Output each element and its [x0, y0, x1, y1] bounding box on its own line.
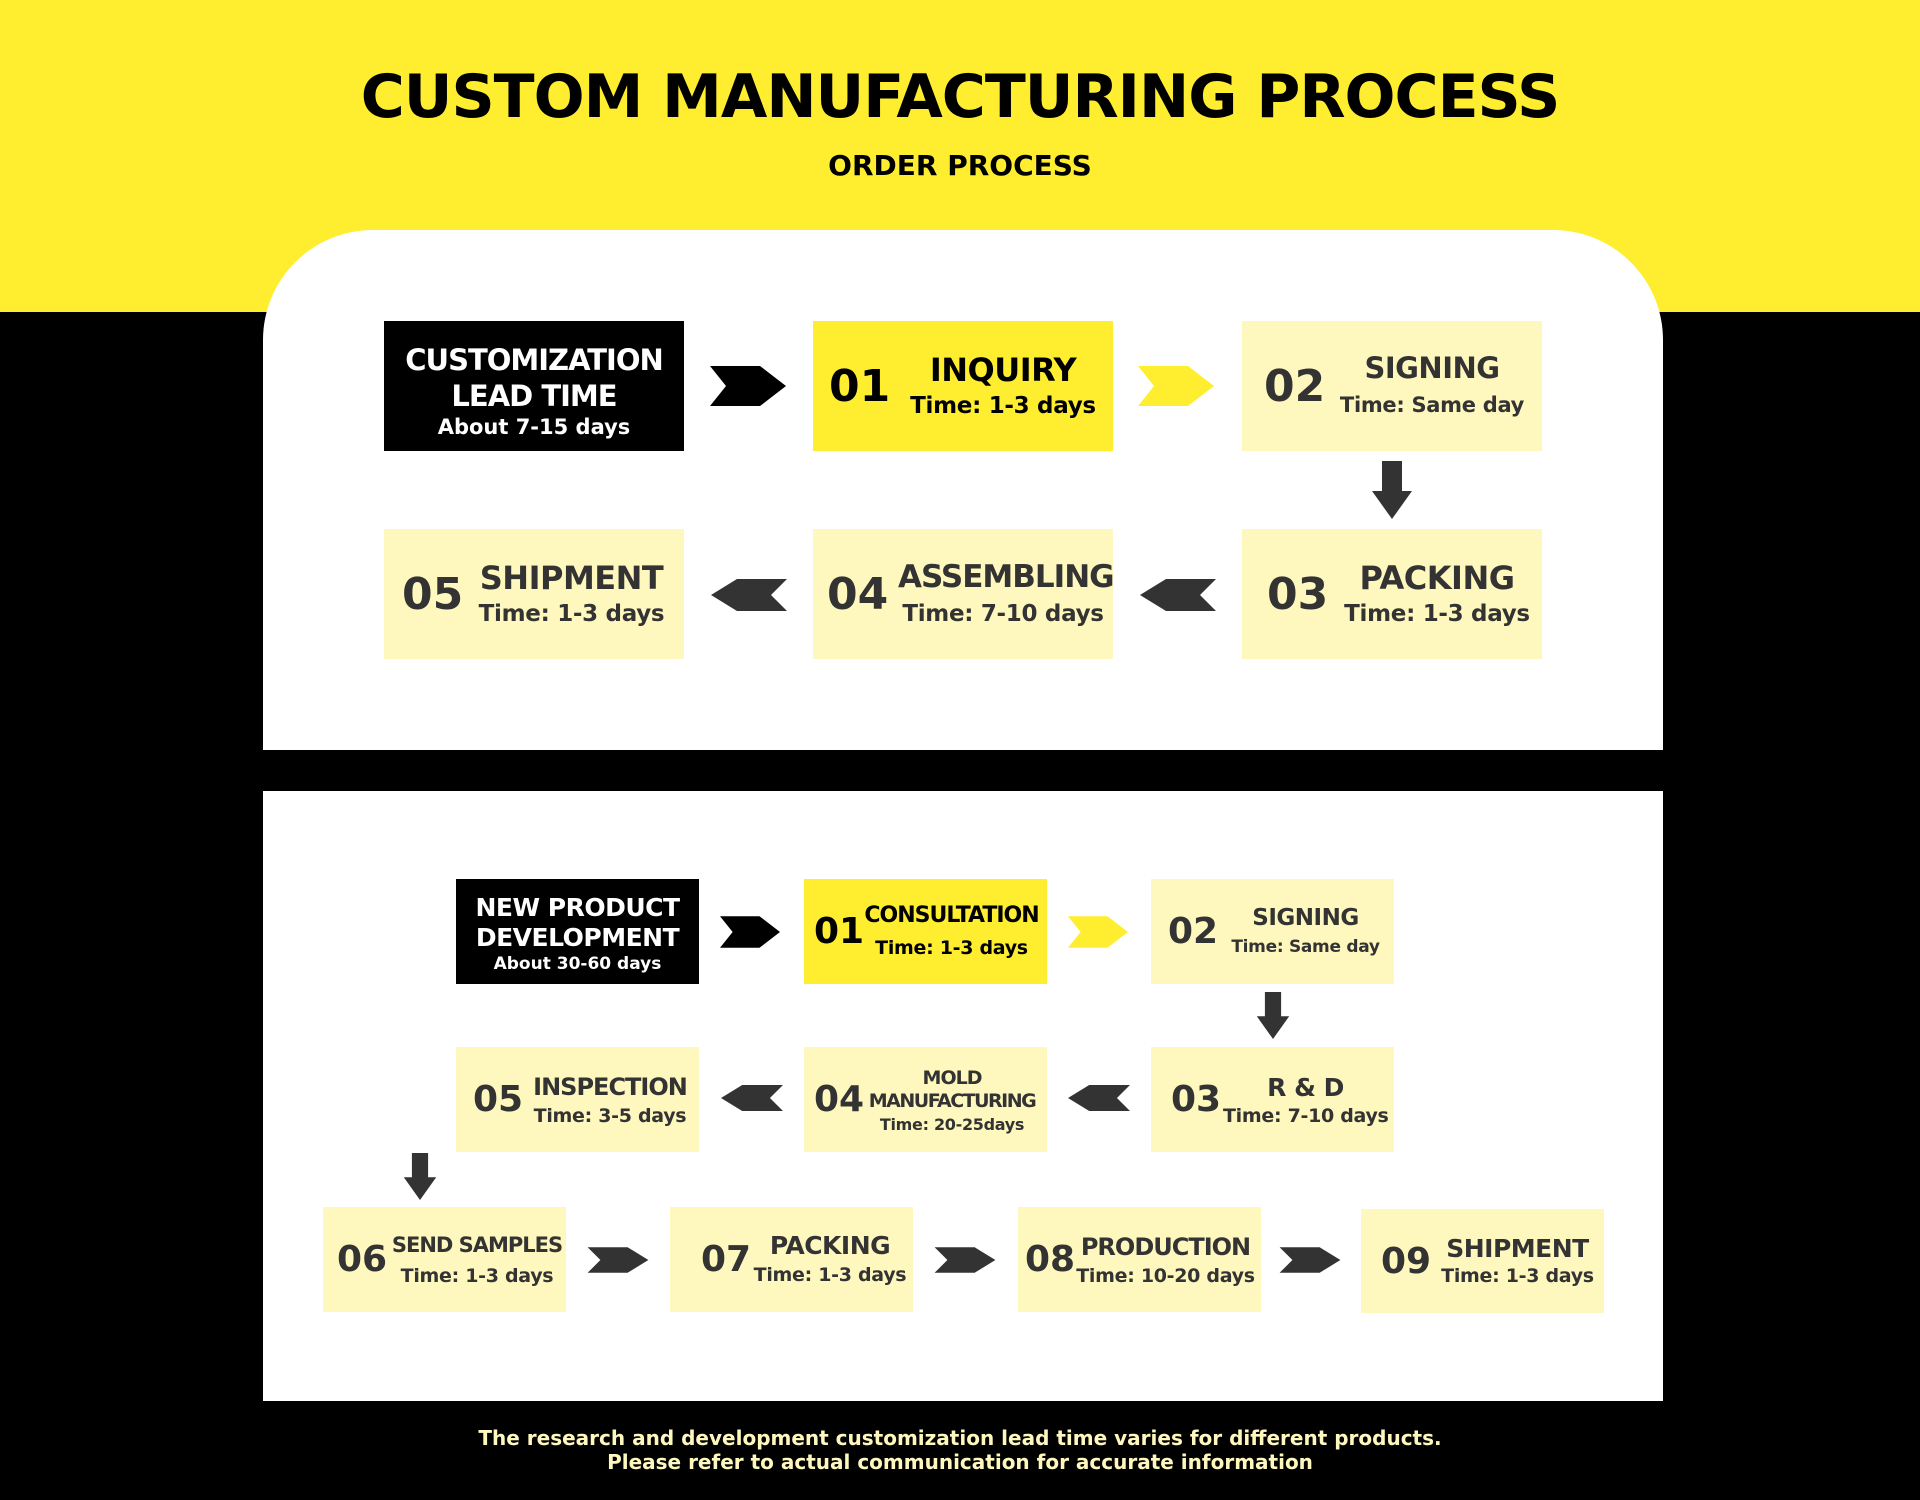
step-packing: 03 PACKING Time: 1-3 days: [1242, 529, 1542, 659]
step-number: 07: [701, 1239, 752, 1280]
intro-title-line2: DEVELOPMENT: [475, 923, 680, 952]
step-number: 05: [473, 1079, 524, 1120]
step-signing: 02 SIGNING Time: Same day: [1242, 321, 1542, 451]
arrow-right-icon: [934, 1247, 996, 1273]
step-time: Time: 1-3 days: [875, 937, 1028, 959]
step-label: PACKING: [769, 1231, 891, 1260]
step-number: 08: [1025, 1239, 1076, 1280]
arrow-down-icon: [1372, 461, 1412, 519]
step-r-and-d: 03 R & D Time: 7-10 days: [1151, 1047, 1394, 1152]
step-time: Time: 1-3 days: [753, 1264, 907, 1286]
step-signing: 02 SIGNING Time: Same day: [1151, 879, 1394, 984]
step-number: 06: [337, 1239, 388, 1280]
step-send-samples: 06 SEND SAMPLES Time: 1-3 days: [323, 1207, 566, 1312]
arrow-left-icon: [711, 579, 787, 611]
step-time: Time: Same day: [1231, 937, 1380, 957]
step-inquiry: 01 INQUIRY Time: 1-3 days: [813, 321, 1113, 451]
step-time: Time: 10-20 days: [1076, 1265, 1255, 1287]
step-label: R & D: [1267, 1073, 1344, 1102]
arrow-right-icon: [587, 1247, 649, 1273]
step-time: Time: 1-3 days: [1344, 601, 1530, 627]
customization-lead-time-box: CUSTOMIZATION LEAD TIME About 7-15 days: [384, 321, 684, 451]
intro-title-line1: CUSTOMIZATION: [405, 343, 664, 377]
footer-note-line2: Please refer to actual communication for…: [607, 1450, 1313, 1474]
step-label: INQUIRY: [929, 351, 1077, 389]
arrow-right-icon: [1138, 366, 1214, 406]
page-subtitle: ORDER PROCESS: [828, 149, 1092, 182]
arrow-right-icon: [720, 916, 780, 948]
step-time: Time: 7-10 days: [1223, 1105, 1389, 1127]
step-label: SIGNING: [1364, 351, 1500, 385]
intro-note: About 7-15 days: [437, 415, 631, 439]
intro-note: About 30-60 days: [493, 954, 662, 974]
arrow-right-icon: [1279, 1247, 1341, 1273]
arrow-down-icon: [1256, 992, 1290, 1039]
step-time: Time: 7-10 days: [902, 601, 1104, 627]
step-time: Time: 1-3 days: [478, 601, 665, 627]
new-product-development-box: NEW PRODUCT DEVELOPMENT About 30-60 days: [456, 879, 699, 984]
step-consultation: 01 CONSULTATION Time: 1-3 days: [804, 879, 1047, 984]
step-number: 02: [1264, 361, 1326, 412]
arrow-right-icon: [710, 366, 786, 406]
step-label: ASSEMBLING: [898, 559, 1115, 595]
intro-title-line1: NEW PRODUCT: [475, 893, 680, 922]
step-label: INSPECTION: [533, 1073, 688, 1101]
step-number: 02: [1168, 911, 1219, 952]
step-number: 01: [829, 361, 891, 412]
step-time: Time: 20-25days: [879, 1115, 1025, 1134]
step-label: SHIPMENT: [479, 559, 664, 597]
footer-note-line1: The research and development customizati…: [478, 1426, 1442, 1450]
page-title: CUSTOM MANUFACTURING PROCESS: [360, 62, 1561, 132]
step-inspection: 05 INSPECTION Time: 3-5 days: [456, 1047, 699, 1152]
step-number: 05: [402, 569, 464, 620]
arrow-left-icon: [1140, 579, 1216, 611]
step-time: Time: 1-3 days: [1441, 1265, 1594, 1287]
customization-panel: [263, 230, 1663, 750]
step-number: 03: [1171, 1079, 1222, 1120]
arrow-down-icon: [403, 1153, 437, 1200]
step-assembling: 04 ASSEMBLING Time: 7-10 days: [813, 529, 1115, 659]
step-time: Time: Same day: [1339, 393, 1525, 417]
step-number: 03: [1267, 569, 1329, 620]
arrow-right-icon: [1068, 916, 1128, 948]
step-shipment: 05 SHIPMENT Time: 1-3 days: [384, 529, 684, 659]
step-number: 04: [827, 569, 889, 620]
step-label-line2: MANUFACTURING: [868, 1090, 1037, 1112]
step-shipment: 09 SHIPMENT Time: 1-3 days: [1361, 1209, 1604, 1313]
arrow-left-icon: [1068, 1084, 1130, 1112]
step-number: 01: [814, 911, 865, 952]
step-number: 09: [1381, 1241, 1432, 1282]
step-packing: 07 PACKING Time: 1-3 days: [670, 1207, 913, 1312]
step-label: CONSULTATION: [864, 903, 1039, 928]
step-number: 04: [814, 1079, 865, 1120]
step-label: SHIPMENT: [1446, 1234, 1589, 1263]
step-mold-manufacturing: 04 MOLD MANUFACTURING Time: 20-25days: [804, 1047, 1047, 1152]
step-time: Time: 1-3 days: [400, 1265, 554, 1287]
arrow-left-icon: [721, 1084, 783, 1112]
step-label: PRODUCTION: [1080, 1233, 1251, 1261]
intro-title-line2: LEAD TIME: [451, 379, 617, 413]
step-time: Time: 1-3 days: [910, 393, 1096, 419]
step-label: SIGNING: [1252, 905, 1359, 931]
step-label: PACKING: [1359, 559, 1515, 597]
step-label: MOLD: [922, 1067, 983, 1089]
step-label: SEND SAMPLES: [391, 1233, 563, 1257]
step-production: 08 PRODUCTION Time: 10-20 days: [1018, 1207, 1261, 1312]
step-time: Time: 3-5 days: [533, 1105, 687, 1127]
